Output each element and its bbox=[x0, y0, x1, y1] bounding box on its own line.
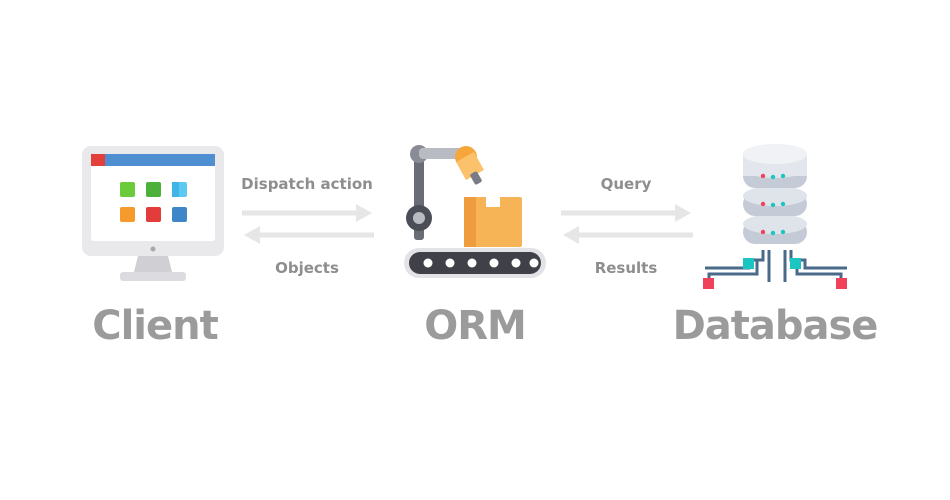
client-node bbox=[80, 142, 225, 292]
results-label: Results bbox=[594, 259, 658, 277]
dispatch-label: Dispatch action bbox=[241, 175, 373, 193]
monitor-icon bbox=[82, 146, 224, 281]
orm-label: ORM bbox=[424, 303, 527, 349]
robot-arm-conveyor-icon bbox=[404, 145, 546, 278]
dispatch-arrow bbox=[242, 204, 372, 222]
server-stack-icon bbox=[703, 144, 847, 289]
database-label: Database bbox=[672, 303, 879, 349]
query-label: Query bbox=[600, 175, 652, 193]
client-label: Client bbox=[92, 303, 219, 349]
objects-label: Objects bbox=[275, 259, 339, 277]
orm-node bbox=[400, 140, 550, 290]
database-node bbox=[697, 142, 857, 292]
query-arrow bbox=[561, 204, 691, 222]
results-arrow bbox=[563, 226, 693, 244]
objects-arrow bbox=[244, 226, 374, 244]
